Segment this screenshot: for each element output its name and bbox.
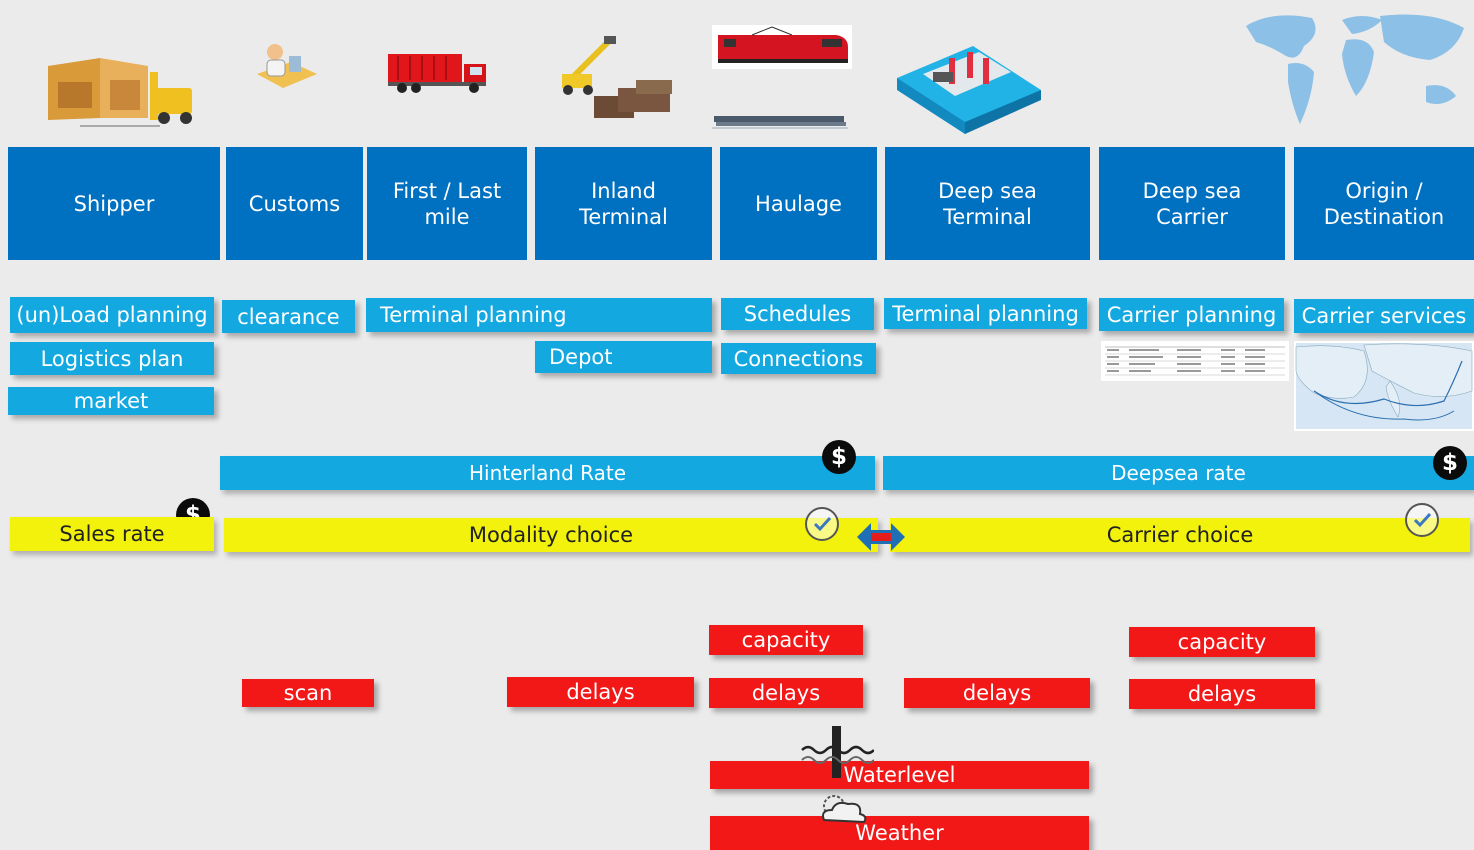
- task-carrier-planning: Carrier planning: [1099, 298, 1284, 331]
- column-deepsea-terminal: Deep sea Terminal: [885, 147, 1090, 260]
- task-depot: Depot: [535, 341, 712, 373]
- schedule-table-icon: [1101, 341, 1289, 381]
- task-terminal-planning-deepsea: Terminal planning: [884, 298, 1087, 329]
- weather-box: Weather: [710, 816, 1089, 850]
- train-icon: [712, 25, 852, 69]
- modality-choice-bar: Modality choice: [224, 518, 878, 552]
- task-logistics-plan: Logistics plan: [10, 342, 214, 375]
- scan-box: scan: [242, 679, 374, 707]
- delays-inland-box: delays: [507, 677, 694, 707]
- check-icon: [805, 507, 839, 541]
- capacity-haulage-box: capacity: [709, 625, 863, 655]
- container-truck-icon: [386, 50, 492, 96]
- column-inland-terminal: Inland Terminal: [535, 147, 712, 260]
- task-connections: Connections: [721, 343, 876, 374]
- capacity-carrier-box: capacity: [1129, 627, 1315, 657]
- waterlevel-icon: [800, 724, 875, 780]
- sales-rate-bar: Sales rate: [10, 517, 214, 551]
- warehouse-forklift-icon: [40, 48, 200, 133]
- deepsea-terminal-icon: [893, 38, 1045, 138]
- world-map-icon: [1242, 6, 1470, 134]
- column-first-last-mile: First / Last mile: [367, 147, 527, 260]
- column-haulage: Haulage: [720, 147, 877, 260]
- weather-icon: [810, 786, 872, 836]
- reach-stacker-icon: [560, 30, 678, 130]
- column-shipper: Shipper: [8, 147, 220, 260]
- task-market: market: [8, 387, 214, 415]
- delays-deepsea-terminal-box: delays: [904, 678, 1090, 708]
- task-unload-planning: (un)Load planning: [10, 297, 214, 333]
- column-deepsea-carrier: Deep sea Carrier: [1099, 147, 1285, 260]
- carrier-choice-bar: Carrier choice: [890, 518, 1470, 552]
- task-schedules: Schedules: [721, 298, 874, 330]
- task-terminal-planning-inland: Terminal planning: [366, 298, 712, 332]
- barge-icon: [712, 112, 848, 130]
- deepsea-rate-bar: Deepsea rate: [883, 456, 1474, 490]
- route-map-icon: [1294, 341, 1474, 431]
- column-customs: Customs: [226, 147, 363, 260]
- column-origin-destination: Origin / Destination: [1294, 147, 1474, 260]
- delays-carrier-box: delays: [1129, 679, 1315, 709]
- bidirectional-arrow-icon: [855, 520, 907, 554]
- task-carrier-services: Carrier services: [1294, 299, 1474, 333]
- customs-officer-icon: [255, 38, 319, 96]
- task-clearance: clearance: [222, 300, 355, 333]
- waterlevel-box: Waterlevel: [710, 761, 1089, 789]
- dollar-icon: $: [822, 440, 856, 474]
- dollar-icon: $: [1433, 446, 1467, 480]
- delays-haulage-box: delays: [709, 678, 863, 708]
- check-icon: [1405, 503, 1439, 537]
- hinterland-rate-bar: Hinterland Rate: [220, 456, 875, 490]
